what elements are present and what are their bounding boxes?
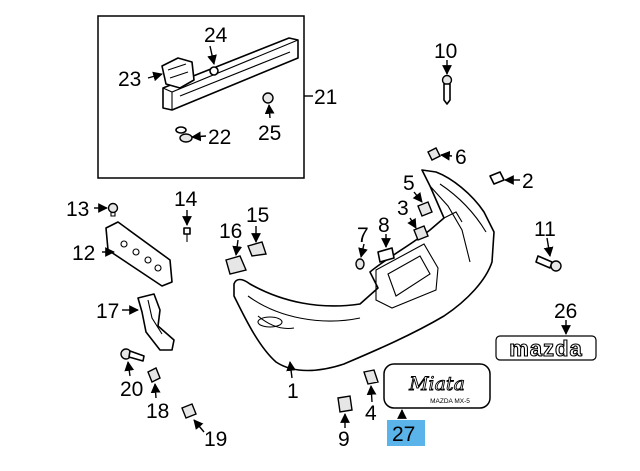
leader-20 bbox=[124, 361, 135, 377]
bumper-cover-part bbox=[233, 169, 495, 372]
callout-10: 10 bbox=[434, 40, 457, 63]
callout-18: 18 bbox=[146, 400, 169, 423]
bracket-part-12 bbox=[105, 221, 173, 287]
callout-27: 27 bbox=[392, 423, 415, 446]
callout-27-highlight bbox=[387, 420, 425, 446]
callout-21: 21 bbox=[314, 86, 337, 109]
pad-part-2 bbox=[489, 171, 505, 185]
washer-part-24 bbox=[209, 66, 219, 76]
leader-16 bbox=[232, 239, 243, 256]
leader-4 bbox=[366, 385, 377, 403]
emblem-script-text: Miata bbox=[408, 373, 465, 395]
leader-19 bbox=[193, 419, 205, 433]
callout-17: 17 bbox=[96, 300, 119, 323]
callout-23: 23 bbox=[118, 68, 141, 91]
bolt-part-10 bbox=[441, 74, 453, 105]
leader-25 bbox=[264, 104, 275, 119]
callout-13: 13 bbox=[66, 198, 89, 221]
mazda-logo-part-26: mazda bbox=[495, 335, 597, 362]
mazda-logo-text: mazda bbox=[509, 336, 582, 361]
callout-7: 7 bbox=[357, 224, 369, 247]
screw-part-13 bbox=[107, 202, 119, 217]
pad-part-8 bbox=[377, 247, 395, 263]
bolt-part-22 bbox=[175, 126, 193, 143]
callout-4: 4 bbox=[365, 402, 377, 425]
callout-12: 12 bbox=[72, 242, 95, 265]
callout-16: 16 bbox=[219, 220, 242, 243]
bracket-part-17 bbox=[137, 293, 175, 351]
callout-2: 2 bbox=[522, 170, 534, 193]
callout-8: 8 bbox=[378, 214, 390, 237]
callout-20: 20 bbox=[120, 378, 143, 401]
callout-19: 19 bbox=[204, 428, 227, 451]
grommet-part-7 bbox=[355, 258, 365, 270]
leader-18 bbox=[150, 383, 161, 399]
callout-24: 24 bbox=[204, 24, 228, 47]
emblem-subtitle-text: MAZDA MX-5 bbox=[430, 398, 470, 405]
pin-part-14 bbox=[183, 227, 191, 242]
reflector-part-3 bbox=[413, 225, 429, 241]
leader-1 bbox=[286, 361, 296, 379]
clip-part-18 bbox=[147, 367, 161, 383]
leader-6 bbox=[440, 150, 453, 161]
leader-22 bbox=[191, 131, 207, 142]
leader-24 bbox=[207, 45, 217, 65]
callout-labels: 1 2 3 4 5 6 7 8 9 10 11 12 13 14 15 16 1… bbox=[66, 24, 577, 451]
leader-3 bbox=[407, 217, 417, 229]
reinforcement-beam-part bbox=[162, 37, 299, 111]
clip-part-15 bbox=[247, 241, 267, 257]
clip-part-9 bbox=[337, 395, 353, 413]
clip-part-6 bbox=[427, 147, 441, 161]
clip-part-4 bbox=[363, 369, 379, 385]
leader-23 bbox=[147, 71, 163, 82]
clip-part-19 bbox=[181, 403, 197, 419]
leader-11 bbox=[543, 237, 554, 257]
callout-5: 5 bbox=[403, 172, 415, 195]
callout-11: 11 bbox=[534, 218, 556, 241]
bolt-part-11 bbox=[535, 255, 562, 272]
callout-22: 22 bbox=[208, 126, 231, 149]
callout-25: 25 bbox=[258, 122, 281, 145]
callout-26: 26 bbox=[554, 300, 577, 323]
nut-part-25 bbox=[262, 92, 274, 104]
callout-3: 3 bbox=[397, 197, 409, 220]
callout-14: 14 bbox=[174, 188, 198, 211]
bolt-part-20 bbox=[120, 348, 145, 362]
emblem-plate-part-27: Miata MAZDA MX-5 bbox=[383, 363, 491, 409]
bracket-part-23 bbox=[161, 57, 195, 89]
clip-part-16 bbox=[225, 255, 247, 275]
leader-5 bbox=[412, 191, 423, 203]
callout-9: 9 bbox=[338, 428, 350, 451]
callout-6: 6 bbox=[455, 146, 467, 169]
reflector-part-5 bbox=[417, 201, 433, 217]
callout-1: 1 bbox=[287, 380, 299, 403]
leader-7 bbox=[358, 243, 368, 258]
callout-15: 15 bbox=[246, 204, 269, 227]
